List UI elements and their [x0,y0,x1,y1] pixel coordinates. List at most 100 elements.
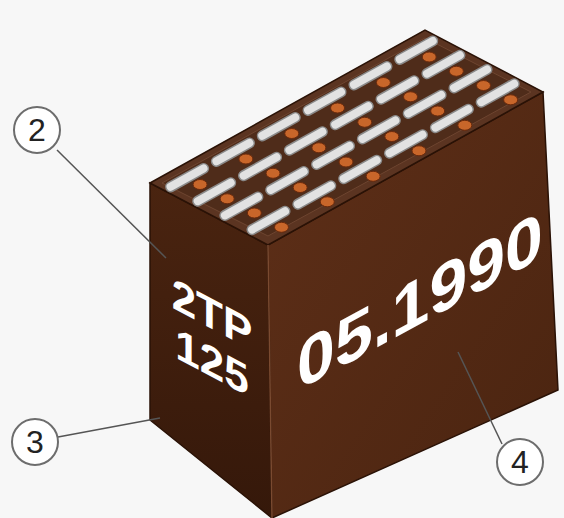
connector-bar-edge [435,109,468,127]
vent-cap [266,168,280,178]
vent-cap [449,66,463,76]
callout-circle: 2 [13,106,62,155]
vent-cap [312,143,326,153]
cell-terminal [335,106,371,127]
cell-terminal [381,81,417,102]
connector-bar-edge [198,183,231,201]
vent-cap [220,194,234,204]
connector-bar [400,41,433,59]
connector-bar-edge [427,55,460,73]
vent-cap [376,78,390,88]
cell-terminal [435,109,471,130]
cell-terminal [408,95,444,116]
connector-bar [244,157,277,175]
connector-bar-edge [354,67,387,85]
vent-cap [239,154,253,164]
vent-cap [431,106,445,116]
vent-cap [412,146,426,156]
connector-bar-edge [389,135,422,153]
connector-bar [271,172,304,190]
cell-terminal [362,121,398,142]
connector-bar [362,121,395,139]
connector-bar [381,81,414,99]
vent-cap [422,52,436,62]
connector-bar-edge [271,172,304,190]
vent-cap [366,171,380,181]
vent-cap [331,103,345,113]
vent-cap [274,222,288,232]
cell-terminal [252,211,288,232]
connector-bar [298,186,331,204]
connector-bar [454,70,487,88]
connector-bar [252,211,285,229]
connector-bar-edge [252,211,285,229]
cell-terminal [262,118,298,139]
connector-bar-edge [262,118,295,136]
box-edge [268,245,272,518]
cell-terminal [344,160,380,181]
cell-terminal [198,183,234,204]
vent-cap [320,197,334,207]
vent-cap [358,117,372,127]
callout-number: 4 [511,446,529,478]
connector-bar [408,95,441,113]
connector-bar [216,143,249,161]
leader-line [458,352,502,444]
connector-bar-edge [335,106,368,124]
connector-bar-edge [244,157,277,175]
connector-bar [262,118,295,136]
vent-cap [339,157,353,167]
connector-bar [354,67,387,85]
connector-bar [171,169,204,187]
cell-terminal [389,135,425,156]
cell-terminal [225,197,261,218]
connector-bar [427,55,460,73]
cell-terminal [454,70,490,91]
connector-bar-edge [344,160,377,178]
connector-bar-edge [216,143,249,161]
connector-bar-edge [298,186,331,204]
vent-cap [477,81,491,91]
vent-cap [293,183,307,193]
connector-bar [435,109,468,127]
connector-bar-edge [317,146,350,164]
connector-bar-edge [481,84,514,102]
connector-bar-edge [308,92,341,110]
connector-bar-edge [289,132,322,150]
connector-bar [335,106,368,124]
connector-bar-edge [171,169,204,187]
cell-terminal [216,143,252,164]
connector-bar-edge [454,70,487,88]
leader-line [57,150,166,258]
cell-terminal [308,92,344,113]
vent-cap [247,208,261,218]
cell-terminal [171,169,207,190]
connector-bar-edge [362,121,395,139]
connector-bar [308,92,341,110]
vent-cap [504,95,518,105]
cell-terminal [298,186,334,207]
connector-bar [481,84,514,102]
connector-bar-edge [225,197,258,215]
connector-bar [289,132,322,150]
vent-cap [404,92,418,102]
connector-bar-edge [381,81,414,99]
top-lid [162,38,531,236]
cell-terminal [244,157,280,178]
connector-bar [389,135,422,153]
cell-terminal [354,67,390,88]
connector-bar [344,160,377,178]
cell-terminal [289,132,325,153]
connector-bar [198,183,231,201]
leader-line [58,418,160,437]
vent-cap [458,120,472,130]
connector-bar [317,146,350,164]
cell-terminal [481,84,517,105]
callout-circle: 3 [11,418,60,467]
cell-terminal [400,41,436,62]
connector-bar [225,197,258,215]
vent-cap [385,132,399,142]
cell-terminals [171,41,518,232]
cell-terminal [271,172,307,193]
